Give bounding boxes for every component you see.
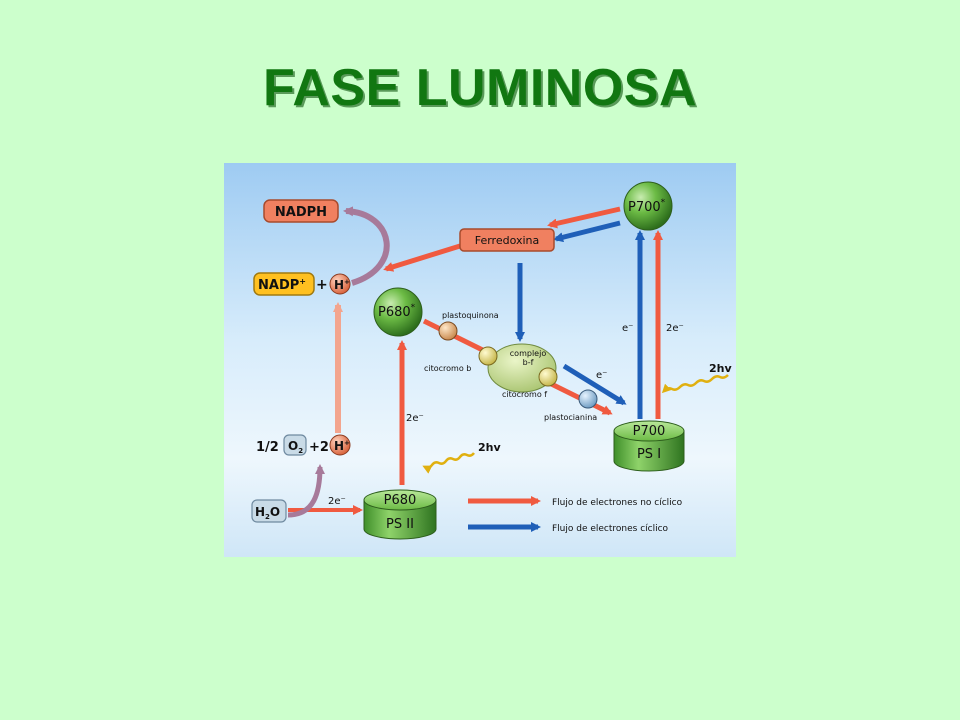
ps2-label: PS II: [386, 517, 414, 532]
cyclic-to-p700-arrow: [562, 363, 627, 406]
half-label: 1/2: [256, 440, 279, 455]
electron-label-cyclic-up: e⁻: [622, 323, 633, 334]
complex-label-line2: b-f: [523, 358, 534, 367]
oxygen-box: [283, 434, 307, 456]
legend-cyclic-label: Flujo de electrones cíclico: [552, 524, 669, 534]
p700-excited-sphere: [623, 181, 673, 231]
ps1-label: PS I: [637, 447, 661, 462]
ferredoxin-to-nadp-arrow: [383, 243, 461, 272]
plastoquinone-ball: [438, 321, 458, 341]
nadph-label: NADPH: [275, 205, 327, 220]
complex-label-line1: complejo: [510, 349, 547, 358]
proton-label-top: H+: [334, 278, 350, 292]
nadp-to-nadph-arrow: [343, 206, 390, 286]
nadp-box: [253, 272, 315, 296]
photosystem-2: [363, 489, 437, 540]
p680-excited-label: P680*: [378, 303, 416, 320]
light-wave-ps2: [422, 452, 475, 474]
cytochrome-f-label: citocromo f: [502, 390, 547, 399]
p680-excited-sphere: [373, 287, 423, 337]
plastocyanin-ball: [578, 389, 598, 409]
light-phase-diagram: NADPH NADP+ + H+ Ferredoxina P700* P680*…: [224, 163, 736, 557]
proton-ball-bottom: [329, 434, 351, 456]
electron-label-noncyclic-up: 2e⁻: [666, 323, 684, 334]
nadp-label: NADP+: [258, 277, 306, 293]
p700star-to-ferredoxin-blue-arrow: [553, 220, 621, 243]
light-wave-ps1: [661, 374, 729, 394]
photosystem-1: [613, 420, 685, 472]
light-label-ps1: 2hv: [709, 362, 732, 375]
water-split-arrow: [287, 464, 325, 518]
electron-label-mid: e⁻: [596, 370, 607, 381]
slide-title: FASE LUMINOSA: [262, 59, 698, 117]
p700-excited-label: P700*: [628, 198, 666, 215]
legend-noncyclic-label: Flujo de electrones no cíclico: [552, 498, 683, 508]
diagram-canvas: NADPH NADP+ + H+ Ferredoxina P700* P680*…: [224, 163, 736, 557]
nadph-box: [263, 199, 339, 223]
light-label-ps2: 2hv: [478, 441, 501, 454]
ferredoxin-box: [459, 228, 555, 252]
plastocyanin-label: plastocianina: [544, 413, 597, 422]
water-label: H2O: [255, 505, 280, 521]
p680-label: P680: [384, 493, 417, 508]
plastoquinone-label: plastoquinona: [442, 311, 499, 320]
proton-ball-top: [329, 273, 351, 295]
electron-label-water: 2e⁻: [328, 496, 346, 507]
p700star-to-ferredoxin-red-arrow: [547, 206, 621, 229]
cytochrome-f-ball: [538, 367, 558, 387]
electron-label-ps2: 2e⁻: [406, 413, 424, 424]
ferredoxin-label: Ferredoxina: [475, 234, 540, 247]
p700-label: P700: [633, 424, 666, 439]
cytochrome-b-label: citocromo b: [424, 364, 471, 373]
proton-label-bottom: H+: [334, 439, 350, 453]
cytochrome-b-ball: [478, 346, 498, 366]
nadp-plus-sign: +: [316, 277, 328, 293]
water-box: [251, 499, 287, 523]
oxygen-label: O2: [288, 439, 303, 455]
two-protons-prefix: +2: [309, 440, 329, 455]
